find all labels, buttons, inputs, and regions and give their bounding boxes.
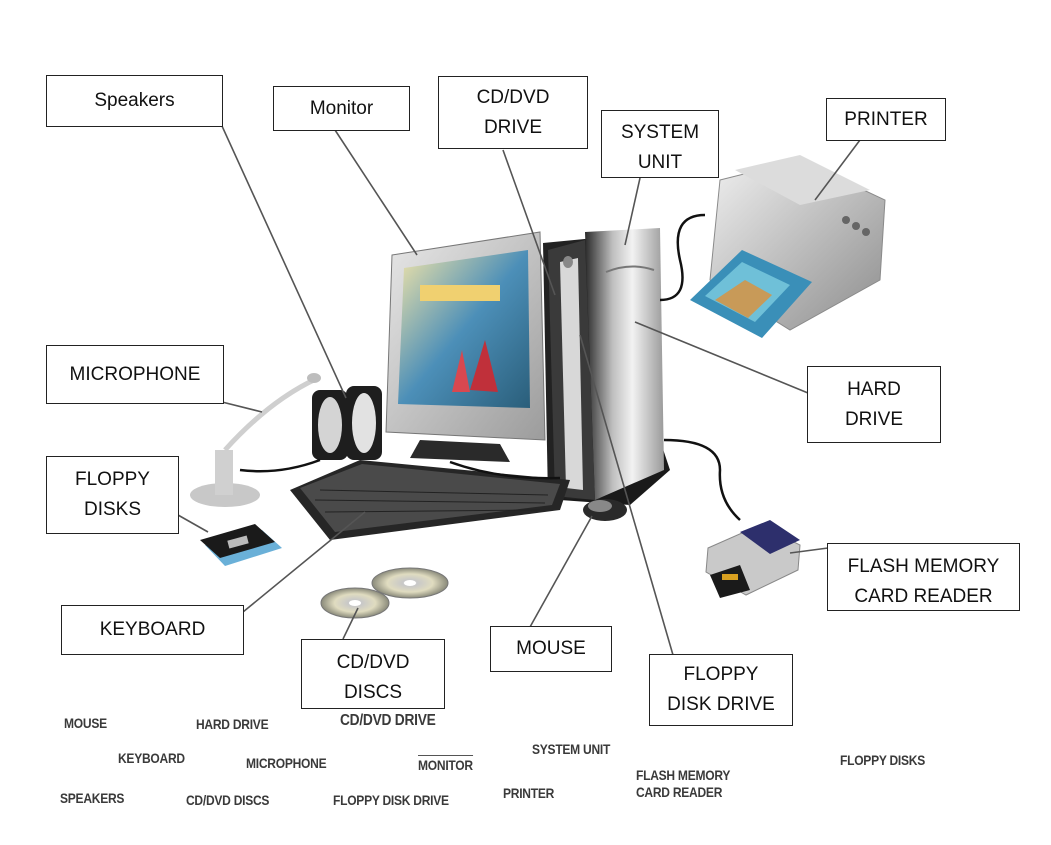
keyboard-illustration xyxy=(290,460,570,540)
speakers-illustration xyxy=(312,386,382,460)
label-cd-dvd-discs: CD/DVD DISCS xyxy=(301,639,445,709)
word-cd-dvd-discs: CD/DVD DISCS xyxy=(186,792,270,808)
printer-illustration xyxy=(690,155,886,338)
monitor-illustration xyxy=(385,231,546,462)
word-system-unit: SYSTEM UNIT xyxy=(532,741,611,757)
label-flash-memory-card-reader: FLASH MEMORY CARD READER xyxy=(827,543,1020,611)
label-microphone: MICROPHONE xyxy=(46,345,224,404)
word-mouse: MOUSE xyxy=(64,715,107,731)
label-monitor: Monitor xyxy=(273,86,410,131)
mouse-illustration xyxy=(583,499,627,521)
cables xyxy=(239,213,741,521)
label-cd-dvd-drive: CD/DVD DRIVE xyxy=(438,76,588,149)
label-system-unit: SYSTEM UNIT xyxy=(601,110,719,178)
word-keyboard: KEYBOARD xyxy=(118,750,185,766)
leader-lines xyxy=(177,125,861,656)
word-printer: PRINTER xyxy=(503,785,555,801)
label-keyboard: KEYBOARD xyxy=(61,605,244,655)
word-cd-dvd-drive: CD/DVD DRIVE xyxy=(340,712,436,729)
cd-dvd-discs-illustration xyxy=(320,567,449,619)
label-mouse: MOUSE xyxy=(490,626,612,672)
word-speakers: SPEAKERS xyxy=(60,790,125,806)
floppy-disks-illustration xyxy=(200,524,282,566)
word-monitor: MONITOR xyxy=(418,755,473,773)
word-flash-memory-card-reader: FLASH MEMORY CARD READER xyxy=(636,767,731,800)
label-hard-drive: HARD DRIVE xyxy=(807,366,941,443)
label-printer: PRINTER xyxy=(826,98,946,141)
word-hard-drive: HARD DRIVE xyxy=(196,716,269,732)
label-floppy-disk-drive: FLOPPY DISK DRIVE xyxy=(649,654,793,726)
word-floppy-disk-drive: FLOPPY DISK DRIVE xyxy=(333,792,449,808)
system-unit-tower xyxy=(543,228,670,505)
label-speakers: Speakers xyxy=(46,75,223,127)
flash-card-reader-illustration xyxy=(705,520,801,598)
word-microphone: MICROPHONE xyxy=(246,755,327,771)
microphone-illustration xyxy=(190,373,321,507)
label-floppy-disks: FLOPPY DISKS xyxy=(46,456,179,534)
word-floppy-disks: FLOPPY DISKS xyxy=(840,752,926,768)
